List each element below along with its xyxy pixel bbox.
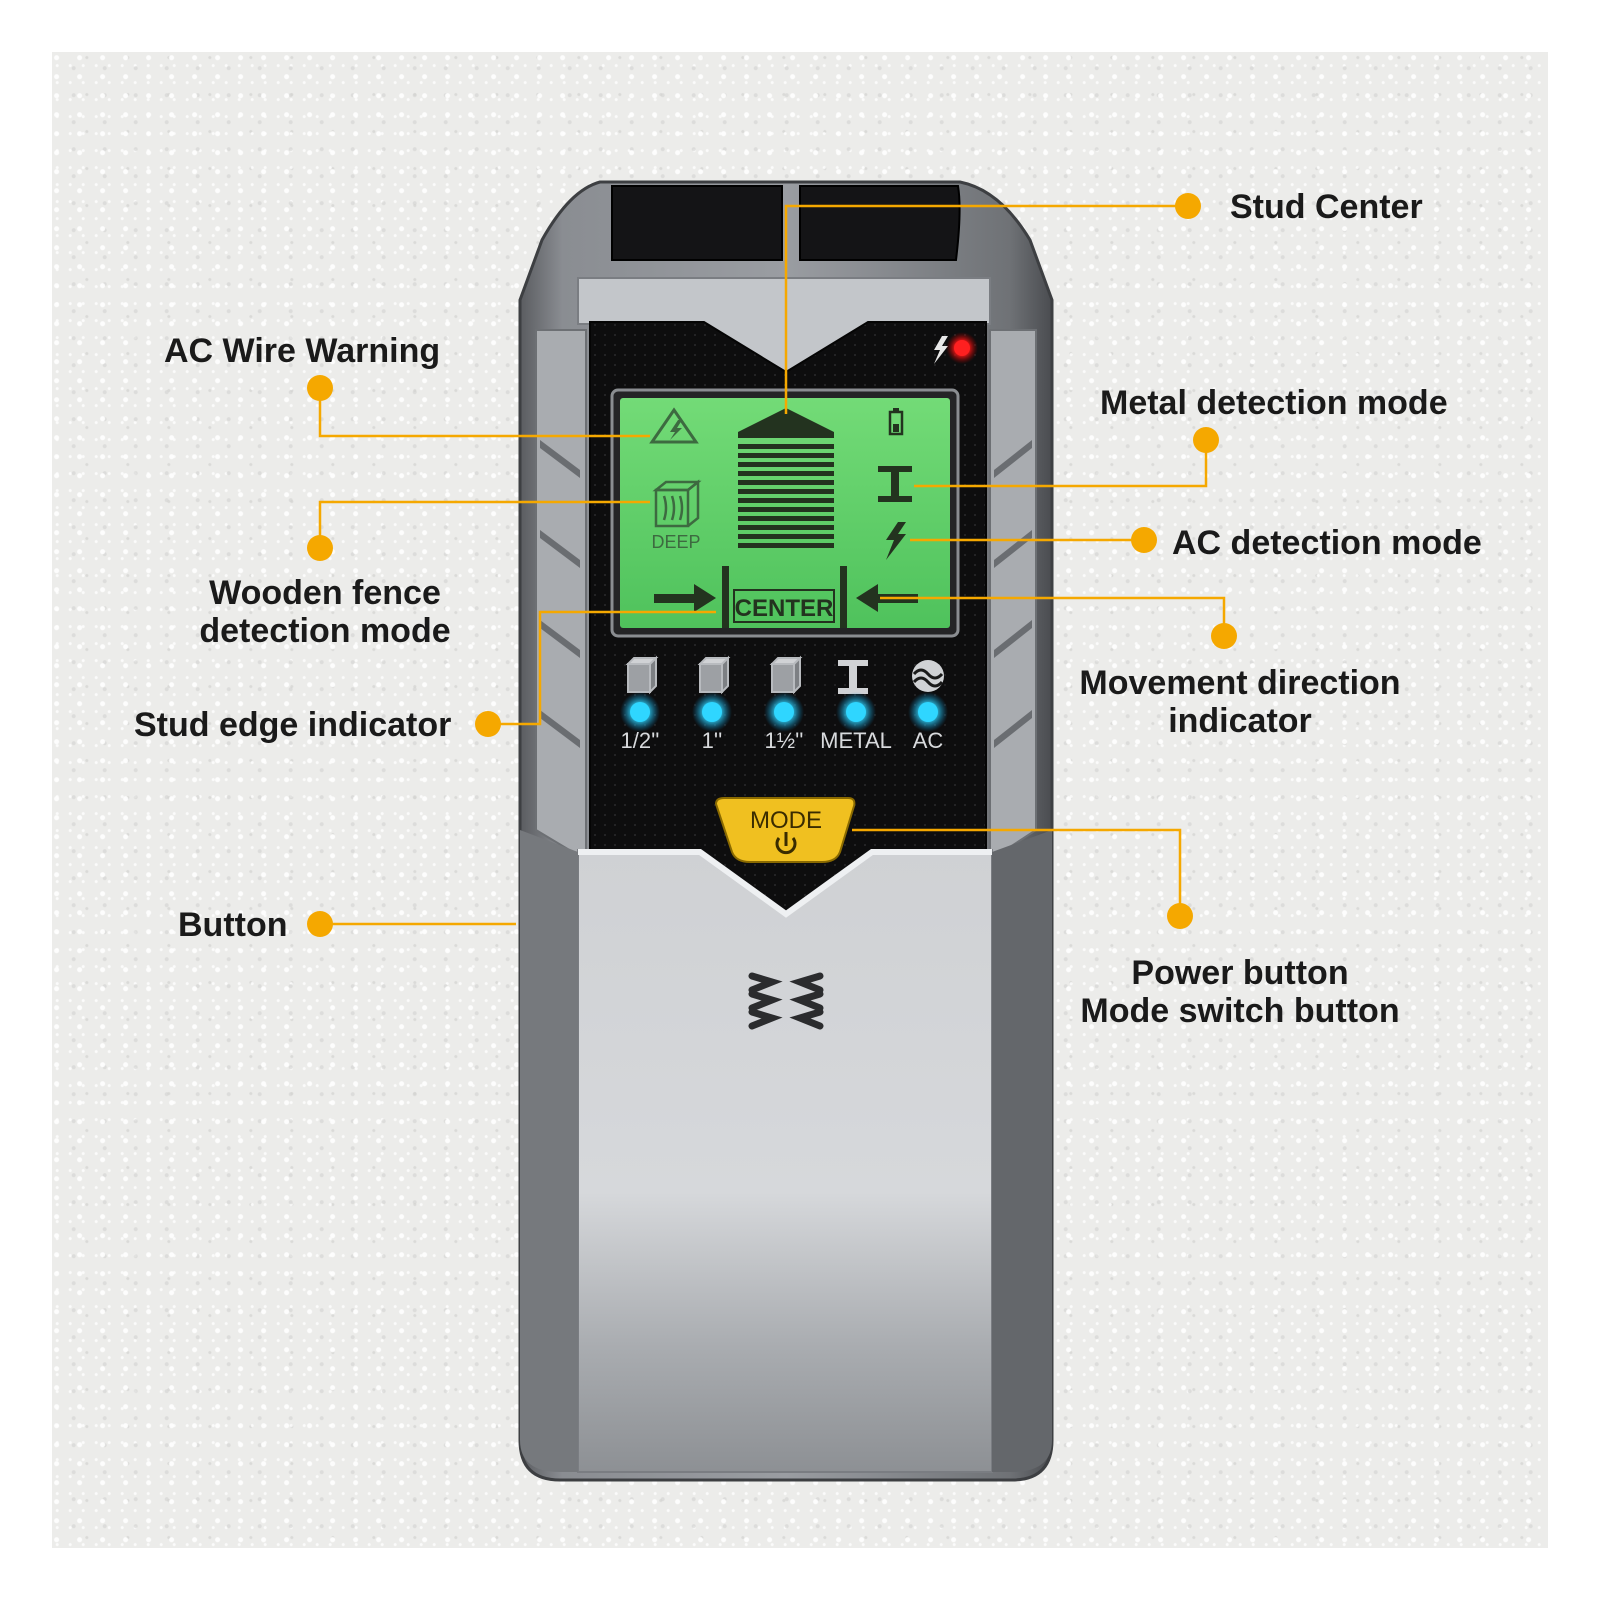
label-metal-detection-mode: Metal detection mode	[1100, 384, 1448, 422]
indicator-led	[630, 702, 650, 722]
leader-ac-wire-warning	[318, 388, 650, 438]
label-movement-direction-indicator: Movement direction indicator	[1060, 664, 1420, 740]
lcd-screen: DEEP CEN	[610, 388, 960, 638]
indicator-led	[774, 702, 794, 722]
mode-button[interactable]: MODE	[714, 797, 856, 863]
label-movement-direction-line1: Movement direction	[1079, 664, 1401, 702]
lower-face	[577, 849, 993, 1473]
ac-lightning-icon	[886, 522, 906, 560]
meter-bar	[738, 516, 834, 521]
leader-lines	[318, 204, 1226, 926]
speaker-grille-icon	[748, 972, 824, 1030]
lightning-icon	[934, 336, 948, 364]
indicator-led	[846, 702, 866, 722]
wooden-stud-icon	[652, 479, 702, 528]
indicator-label: AC	[913, 728, 944, 753]
signal-strength-meter	[738, 408, 834, 548]
mode-button-label: MODE	[750, 807, 822, 834]
power-icon	[775, 832, 797, 855]
wood-one-inch-icon	[697, 655, 731, 695]
indicator-row: 1/2'' 1'' 1½'' METAL AC	[620, 655, 948, 753]
meter-bar	[738, 444, 834, 449]
battery-icon	[888, 408, 904, 436]
label-button: Button	[178, 906, 288, 944]
ac-warning-led	[934, 332, 978, 364]
indicator-label: 1/2''	[621, 728, 660, 753]
lcd-center-label: CENTER	[735, 595, 834, 622]
indicator-led	[918, 702, 938, 722]
meter-bar	[738, 453, 834, 458]
indicator-label: 1''	[702, 728, 723, 753]
label-power-mode-button: Power button Mode switch button	[1050, 954, 1430, 1030]
label-movement-direction-line2: indicator	[1168, 702, 1312, 740]
label-stud-center: Stud Center	[1230, 188, 1423, 226]
label-wooden-fence-line1: Wooden fence	[209, 574, 441, 612]
label-ac-wire-warning: AC Wire Warning	[164, 332, 441, 370]
leader-power-button	[852, 828, 1182, 916]
meter-bar	[738, 498, 834, 503]
indicator-led	[702, 702, 722, 722]
meter-bar	[738, 525, 834, 530]
leader-stud-edge	[488, 610, 716, 726]
metal-beam-icon	[878, 466, 912, 502]
label-wooden-fence-line2: detection mode	[199, 612, 451, 650]
meter-bar	[738, 543, 834, 548]
callout-dots	[307, 193, 1237, 937]
leader-wooden-fence	[318, 500, 650, 548]
leader-stud-center	[784, 204, 1188, 414]
meter-bar	[738, 480, 834, 485]
meter-bar	[738, 507, 834, 512]
indicator-label: METAL	[820, 728, 892, 753]
meter-bar	[738, 489, 834, 494]
label-power-button-line2: Mode switch button	[1080, 992, 1400, 1030]
label-wooden-fence-detection-mode: Wooden fence detection mode	[150, 574, 500, 650]
meter-bar	[738, 534, 834, 539]
wood-one-half-inch-icon	[769, 655, 803, 695]
meter-bar	[738, 471, 834, 476]
leader-metal-detection	[914, 440, 1208, 488]
ac-wire-warning-icon	[649, 407, 699, 444]
ac-wave-icon	[912, 660, 944, 692]
meter-bar	[738, 462, 834, 467]
metal-icon	[838, 660, 868, 694]
label-power-button-line1: Power button	[1131, 954, 1349, 992]
right-arrow-icon	[654, 584, 716, 612]
lcd-deep-label: DEEP	[651, 532, 700, 552]
indicator-label: 1½''	[765, 728, 804, 753]
wood-half-inch-icon	[625, 655, 659, 695]
label-ac-detection-mode: AC detection mode	[1172, 524, 1482, 562]
label-stud-edge-indicator: Stud edge indicator	[134, 706, 452, 744]
